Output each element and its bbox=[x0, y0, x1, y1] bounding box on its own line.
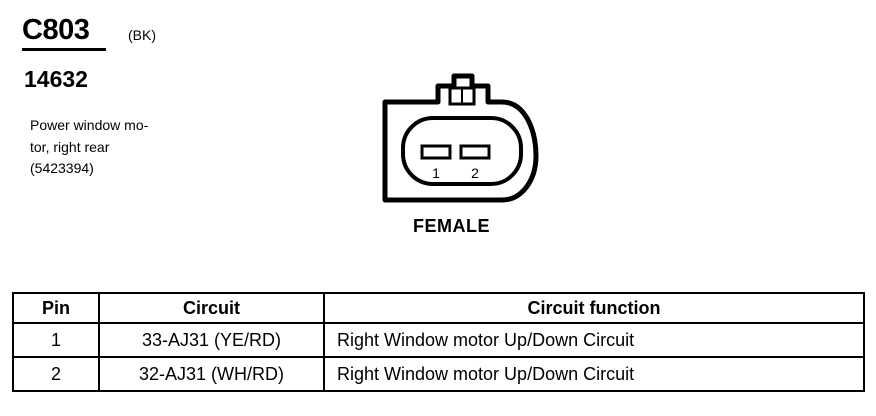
cell-pin: 2 bbox=[12, 356, 100, 392]
cell-circuit: 32-AJ31 (WH/RD) bbox=[98, 356, 325, 392]
pin-slot-2 bbox=[459, 144, 491, 160]
cell-pin: 1 bbox=[12, 322, 100, 358]
connector-cavity bbox=[401, 116, 523, 186]
table-row: 1 33-AJ31 (YE/RD) Right Window motor Up/… bbox=[12, 322, 865, 358]
table-row: 2 32-AJ31 (WH/RD) Right Window motor Up/… bbox=[12, 356, 865, 392]
header-circuit: Circuit bbox=[98, 292, 325, 324]
connector-color: (BK) bbox=[128, 27, 156, 43]
description-line-1: Power window mo- bbox=[30, 117, 149, 133]
part-number: 14632 bbox=[24, 66, 88, 92]
connector-id: C803 bbox=[22, 14, 90, 46]
pin-label-1: 1 bbox=[432, 165, 440, 181]
connector-id-underline bbox=[22, 48, 106, 51]
table-header-row: Pin Circuit Circuit function bbox=[12, 292, 865, 324]
pin-slot-1 bbox=[420, 144, 452, 160]
cell-circuit-function: Right Window motor Up/Down Circuit bbox=[323, 356, 865, 392]
description-line-2: tor, right rear bbox=[30, 139, 110, 155]
header-circuit-function: Circuit function bbox=[323, 292, 865, 324]
connector-face-drawing: 1 2 bbox=[382, 73, 539, 203]
connector-gender-label: FEMALE bbox=[413, 216, 490, 236]
cell-circuit: 33-AJ31 (YE/RD) bbox=[98, 322, 325, 358]
pin-assignment-table: Pin Circuit Circuit function 1 33-AJ31 (… bbox=[12, 292, 865, 392]
cell-circuit-function: Right Window motor Up/Down Circuit bbox=[323, 322, 865, 358]
connector-housing-outline bbox=[382, 73, 539, 203]
pin-label-2: 2 bbox=[471, 165, 479, 181]
description-line-3: (5423394) bbox=[30, 160, 94, 176]
header-pin: Pin bbox=[12, 292, 100, 324]
